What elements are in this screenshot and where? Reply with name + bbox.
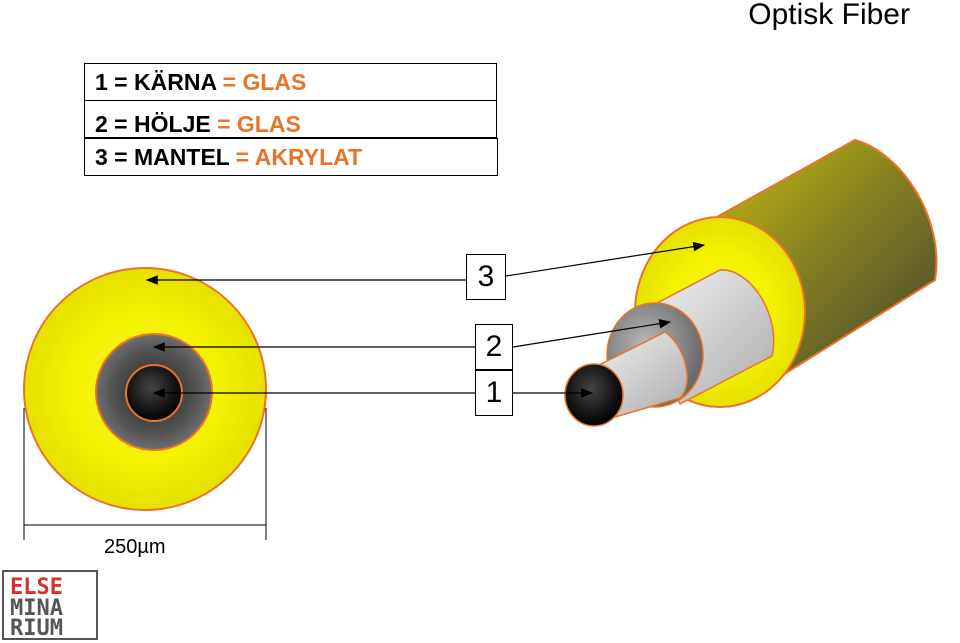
legend-item-karna: 1 = KÄRNA = GLAS [84,63,497,101]
fiber-3d [564,138,938,427]
legend-part: HÖLJE [134,111,211,137]
logo-line-3: RIUM [10,616,63,640]
legend-material: GLAS [236,111,301,137]
label-3: 3 [466,254,506,300]
legend-item-mantel: 3 = MANTEL = AKRYLAT [84,138,498,176]
legend-num: 1 = [95,69,135,95]
legend-material: AKRYLAT [254,144,363,170]
elseminarium-logo: ELSE MINA RIUM [2,570,98,640]
legend-item-holje: 2 = HÖLJE = GLAS [84,100,497,138]
core-end [564,363,624,427]
legend-eq: = [216,69,243,95]
legend-material: GLAS [242,69,307,95]
legend-eq: = [229,144,255,170]
page-title: Optisk Fiber [748,0,910,31]
dimension-marker [23,408,267,540]
legend-eq: = [210,111,237,137]
legend-part: MANTEL [134,144,230,170]
dimension-label: 250µm [104,536,166,558]
logo-line-2: MINA [10,596,63,621]
legend-num: 3 = [95,144,135,170]
pointer-lines [145,241,706,398]
label-2: 2 [475,324,513,370]
label-1: 1 [475,370,513,416]
cross-section [23,267,267,511]
logo-line-1: ELSE [10,575,63,600]
legend-part: KÄRNA [134,69,217,95]
legend-num: 2 = [95,111,135,137]
